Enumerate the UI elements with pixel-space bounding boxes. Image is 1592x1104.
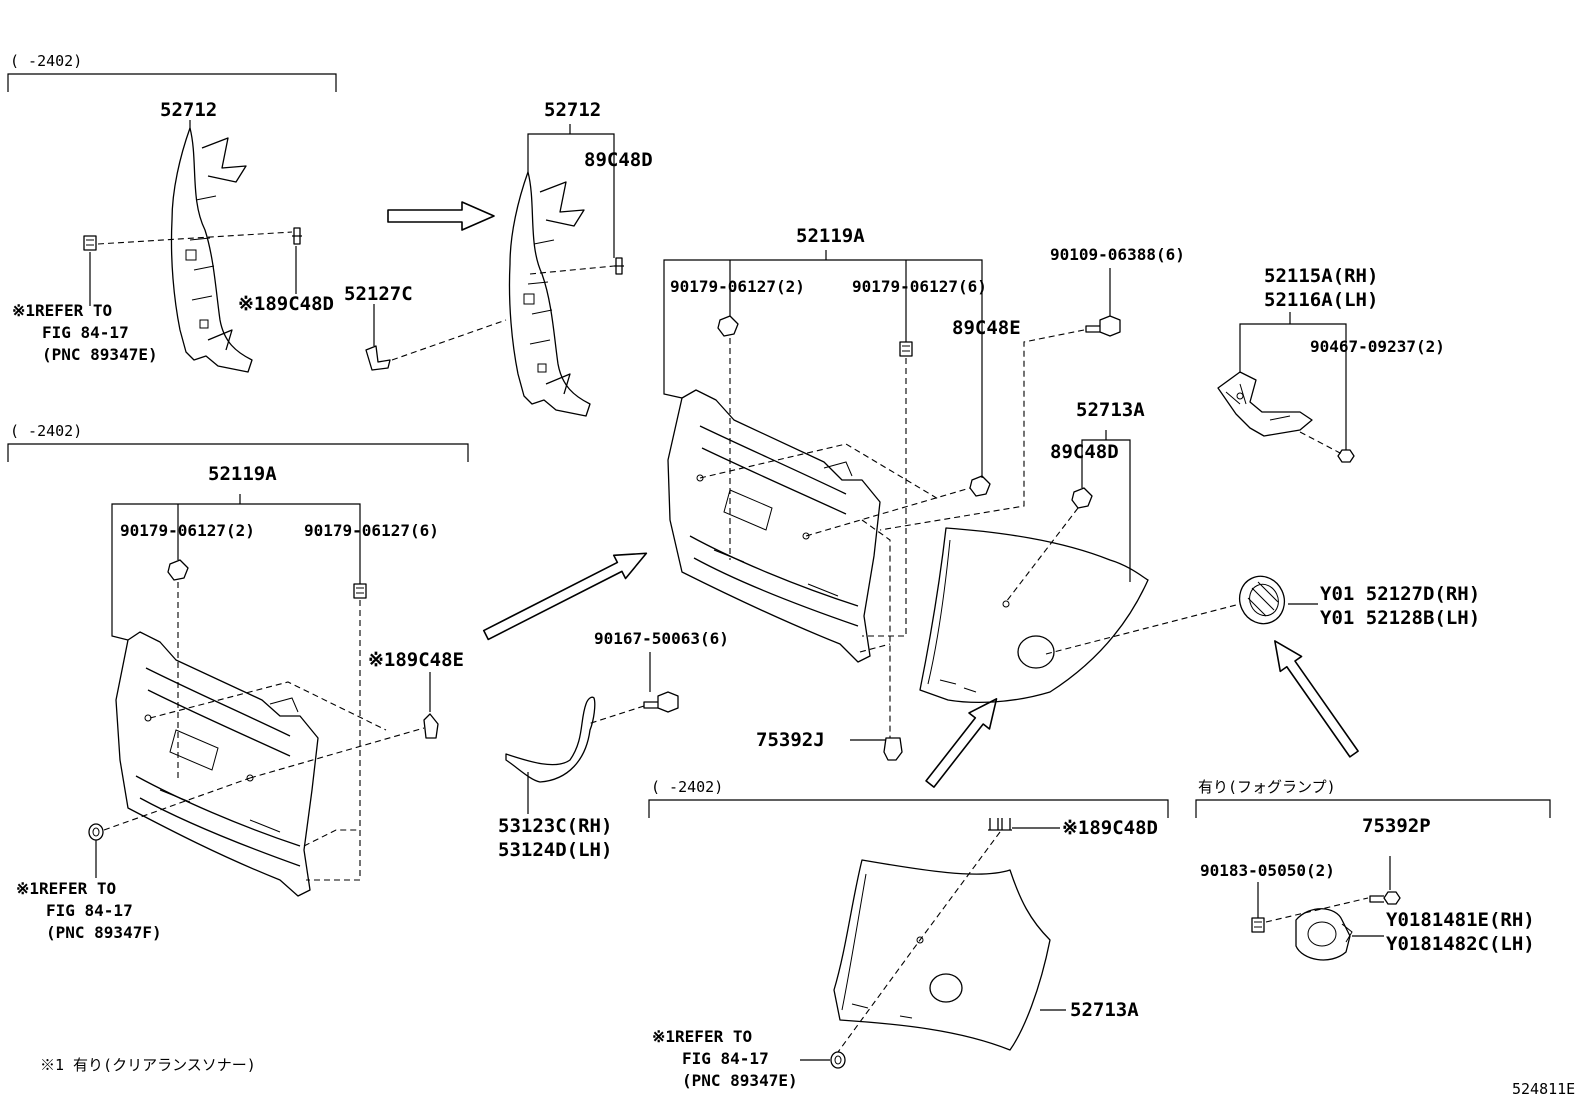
label-89c48d-top-center: 89C48D: [584, 149, 653, 171]
clip-75392j: [883, 737, 903, 761]
reinforcement-52119a-left: [115, 631, 319, 897]
bracket-52115a: [1217, 371, 1313, 437]
label-52127c: 52127C: [344, 283, 413, 305]
bracket-bottom-center: ( -2402): [648, 778, 1169, 818]
label-90183: 90183-05050(2): [1200, 861, 1335, 880]
moulding-53123c: [505, 696, 596, 783]
label-ref-top-left-2: FIG 84-17: [42, 323, 129, 342]
label-52713a-center: 52713A: [1076, 399, 1145, 421]
grommet-bottom: [830, 1051, 846, 1069]
reinforcement-52119a-center: [667, 389, 881, 663]
flow-arrow-up-bumper: [925, 698, 998, 788]
flow-arrow-right: [387, 201, 495, 231]
extension-52713a-center: [919, 527, 1149, 704]
bracket-label-bottom-right: 有り(フォグランプ): [1198, 778, 1336, 796]
bolt-90467: [1337, 449, 1355, 463]
label-75392j: 75392J: [756, 729, 825, 751]
bracket-top-left: ( -2402): [7, 52, 337, 92]
label-ref-mid-left-1: ※1REFER TO: [16, 879, 116, 898]
grommet-left: [88, 823, 104, 841]
bracket-mid-left: ( -2402): [7, 422, 469, 462]
label-89c48e-left: ※189C48E: [368, 649, 464, 671]
label-89c48e-center: 89C48E: [952, 317, 1021, 339]
label-52119a-left: 52119A: [208, 463, 277, 485]
clip-top-left: [83, 235, 97, 251]
clip-90179-center-b: [899, 341, 913, 357]
label-y0181481e: Y0181481E(RH): [1386, 909, 1535, 931]
label-52115a: 52115A(RH): [1264, 265, 1378, 287]
label-90109: 90109-06388(6): [1050, 245, 1185, 264]
bolt-90109: [1085, 315, 1121, 337]
retainer-52712-top-left: [170, 127, 253, 373]
clip-52127c: [365, 345, 391, 371]
flow-arrow-diagonal: [482, 552, 648, 641]
label-53123c: 53123C(RH): [498, 815, 612, 837]
label-52116a: 52116A(LH): [1264, 289, 1378, 311]
label-52712-top-left: 52712: [160, 99, 217, 121]
label-ref-top-left-3: (PNC 89347E): [42, 345, 158, 364]
pin-89c48d-top-center: [614, 257, 624, 275]
bracket-bottom-right: 有り(フォグランプ): [1195, 778, 1551, 818]
label-ref-bottom-1: ※1REFER TO: [652, 1027, 752, 1046]
label-52713a-bottom: 52713A: [1070, 999, 1139, 1021]
bolt-75392p: [1369, 891, 1401, 905]
retainer-52712-top-center: [508, 171, 591, 417]
clip-90183: [1251, 917, 1265, 933]
extension-52713a-bottom: [833, 859, 1051, 1051]
label-52712-top-center: 52712: [544, 99, 601, 121]
label-90179-2-center: 90179-06127(2): [670, 277, 805, 296]
label-75392p: 75392P: [1362, 815, 1431, 837]
pin-89c48d-bottom: [988, 818, 1012, 831]
pin-89c48d-top-left: [292, 227, 302, 245]
label-52128b: Y01 52128B(LH): [1320, 607, 1480, 629]
clip-90179-center-a: [717, 315, 739, 337]
label-90179-2-left: 90179-06127(2): [120, 521, 255, 540]
pin-89c48e-left: [423, 713, 439, 739]
foglamp-bezel-y0181481e: [1295, 908, 1353, 961]
label-90467: 90467-09237(2): [1310, 337, 1445, 356]
clip-90179-left-a: [167, 559, 189, 581]
label-90179-6-center: 90179-06127(6): [852, 277, 987, 296]
label-89c48d-center: 89C48D: [1050, 441, 1119, 463]
clip-90179-left-b: [353, 583, 367, 599]
bracket-label-bottom-center: ( -2402): [651, 778, 723, 796]
label-90167: 90167-50063(6): [594, 629, 729, 648]
flow-arrow-up-foglamp: [1274, 640, 1359, 758]
bracket-label-mid-left: ( -2402): [10, 422, 82, 440]
screw-90167: [643, 691, 679, 713]
label-ref-mid-left-3: (PNC 89347F): [46, 923, 162, 942]
bracket-label-top-left: ( -2402): [10, 52, 82, 70]
label-53124d: 53124D(LH): [498, 839, 612, 861]
label-ref-top-left-1: ※1REFER TO: [12, 301, 112, 320]
label-y0181482c: Y0181482C(LH): [1386, 933, 1535, 955]
pin-89c48d-center: [1071, 487, 1093, 509]
label-89c48d-bottom: ※189C48D: [1062, 817, 1158, 839]
pin-89c48e-center: [969, 475, 991, 497]
foglamp-cover-52127d: [1238, 575, 1286, 625]
label-ref-bottom-2: FIG 84-17: [682, 1049, 769, 1068]
footnote: ※1 有り(クリアランスソナー): [40, 1056, 256, 1074]
label-52119a-center: 52119A: [796, 225, 865, 247]
label-ref-bottom-3: (PNC 89347E): [682, 1071, 798, 1090]
label-89c48d-top-left: ※189C48D: [238, 293, 334, 315]
label-52127d: Y01 52127D(RH): [1320, 583, 1480, 605]
label-90179-6-left: 90179-06127(6): [304, 521, 439, 540]
label-ref-mid-left-2: FIG 84-17: [46, 901, 133, 920]
figure-id: 524811E: [1512, 1080, 1575, 1098]
